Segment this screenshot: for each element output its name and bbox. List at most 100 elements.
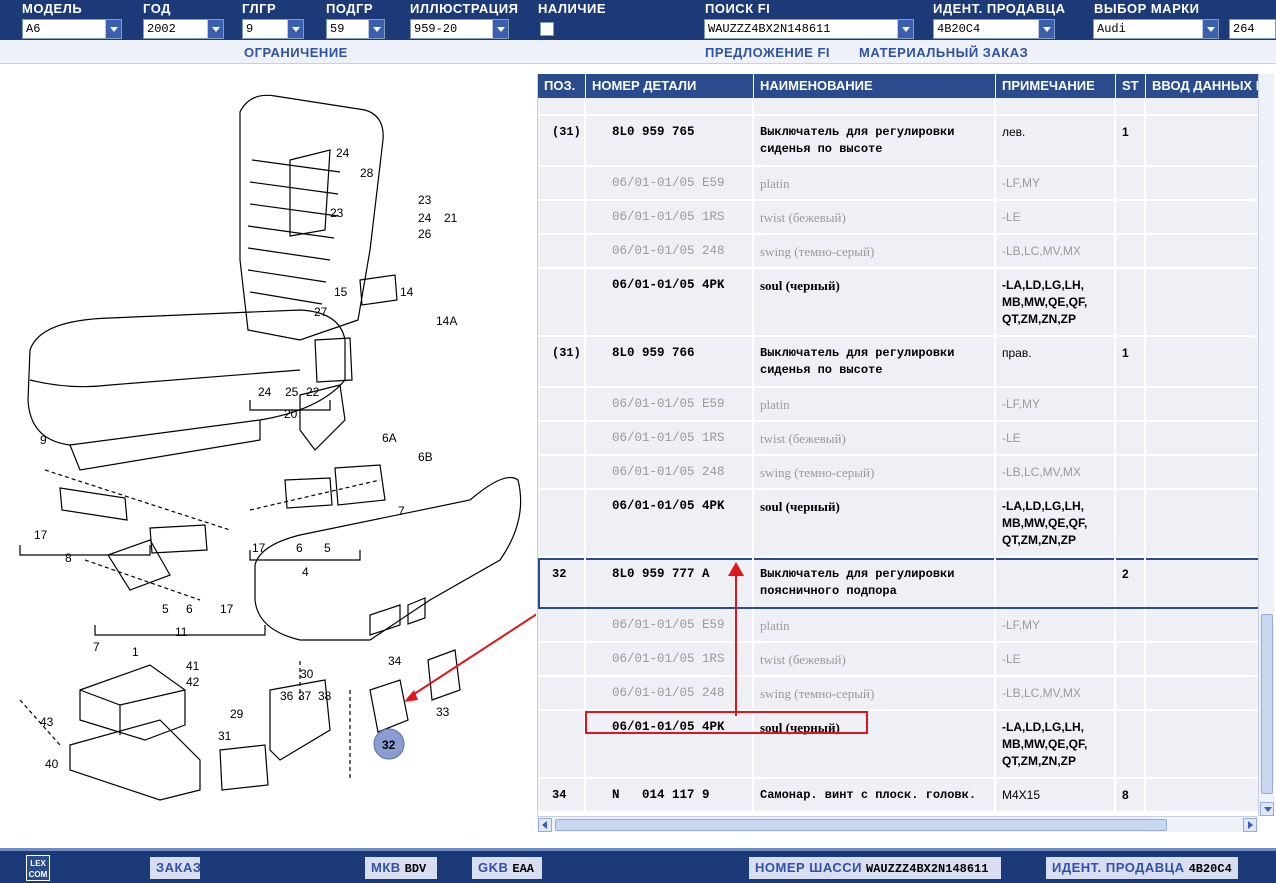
- col-note-header[interactable]: ПРИМЕЧАНИЕ: [996, 74, 1116, 98]
- subgroup-select[interactable]: 59: [326, 19, 385, 39]
- cell-input[interactable]: [1146, 269, 1258, 335]
- material-order-link[interactable]: МАТЕРИАЛЬНЫЙ ЗАКАЗ: [859, 45, 1029, 60]
- brand-select[interactable]: Audi: [1093, 19, 1219, 39]
- cell-input[interactable]: [1146, 116, 1258, 165]
- dealer-id-select[interactable]: 4B20C4: [933, 19, 1055, 39]
- col-number-header[interactable]: НОМЕР ДЕТАЛИ: [586, 74, 754, 98]
- cell-note: [996, 98, 1116, 114]
- cell-name: swing (темно-серый): [754, 235, 996, 267]
- scroll-right-button[interactable]: [1243, 818, 1257, 832]
- chevron-down-icon[interactable]: [1038, 20, 1054, 38]
- chevron-down-icon[interactable]: [287, 20, 303, 38]
- label-26: 26: [418, 227, 432, 241]
- label-17: 17: [34, 528, 48, 542]
- cell-input[interactable]: [1146, 456, 1258, 488]
- year-value: 2002: [147, 22, 176, 36]
- cell-input[interactable]: [1146, 643, 1258, 675]
- cell-input[interactable]: [1146, 98, 1258, 114]
- fi-search-select[interactable]: WAUZZZ4BX2N148611: [704, 19, 914, 39]
- main-group-select[interactable]: 9: [242, 19, 304, 39]
- vertical-scroll-thumb[interactable]: [1261, 614, 1273, 794]
- cell-input[interactable]: [1146, 167, 1258, 199]
- dealer-value: 4B20C4: [1188, 862, 1232, 876]
- cell-input[interactable]: [1146, 337, 1258, 386]
- cell-note: -LE: [996, 422, 1116, 454]
- cell-input[interactable]: [1146, 235, 1258, 267]
- cell-pos: [538, 98, 586, 114]
- illustration-label: ИЛЛЮСТРАЦИЯ: [410, 1, 519, 16]
- chevron-down-icon[interactable]: [368, 20, 384, 38]
- chevron-down-icon[interactable]: [897, 20, 913, 38]
- cell-note: -LB,LC,MV,MX: [996, 235, 1116, 267]
- cell-input[interactable]: [1146, 201, 1258, 233]
- arrow-left-icon: [542, 821, 547, 829]
- col-input-header[interactable]: ВВОД ДАННЫХ К: [1152, 78, 1258, 93]
- col-pos-header[interactable]: ПОЗ.: [538, 74, 586, 98]
- cell-input[interactable]: [1146, 609, 1258, 641]
- parts-illustration[interactable]: 32 24 28 23 24 21 26 23 14 15 14A 27 24 …: [0, 64, 541, 848]
- cell-st: [1116, 98, 1146, 114]
- label-17b: 17: [252, 541, 266, 555]
- model-select[interactable]: A6: [22, 19, 122, 39]
- cell-note: -LF,MY: [996, 388, 1116, 420]
- cell-input[interactable]: [1146, 779, 1258, 811]
- cell-input[interactable]: [1146, 711, 1258, 777]
- label-11: 11: [175, 625, 188, 639]
- table-row[interactable]: [538, 98, 1258, 116]
- sub-navigation: ОГРАНИЧЕНИЕ ПРЕДЛОЖЕНИЕ FI МАТЕРИАЛЬНЫЙ …: [0, 40, 1276, 64]
- year-select[interactable]: 2002: [143, 19, 224, 39]
- subgroup-label: ПОДГР: [326, 1, 374, 16]
- label-24: 24: [336, 146, 350, 160]
- cell-name: twist (бежевый): [754, 422, 996, 454]
- horizontal-scroll-thumb[interactable]: [555, 819, 1167, 831]
- top-filter-bar: МОДЕЛЬ A6 ГОД 2002 ГЛГР 9 ПОДГР 59 ИЛЛЮС…: [0, 0, 1276, 40]
- label-23: 23: [418, 193, 432, 207]
- cell-number: 06/01-01/05 248: [586, 456, 754, 488]
- chevron-down-icon[interactable]: [105, 20, 121, 38]
- label-27: 27: [314, 305, 328, 319]
- chevron-down-icon[interactable]: [492, 20, 508, 38]
- cell-input[interactable]: [1146, 558, 1258, 607]
- callout-arrow: [407, 611, 541, 699]
- chevron-down-icon[interactable]: [1202, 20, 1218, 38]
- restriction-link[interactable]: ОГРАНИЧЕНИЕ: [244, 45, 348, 60]
- col-name-header[interactable]: НАИМЕНОВАНИЕ: [754, 74, 996, 98]
- chevron-down-icon[interactable]: [207, 20, 223, 38]
- chassis-value: WAUZZZ4BX2N148611: [866, 862, 989, 876]
- cell-input[interactable]: [1146, 422, 1258, 454]
- horizontal-scrollbar[interactable]: [537, 816, 1258, 832]
- order-button[interactable]: ЗАКАЗ: [150, 857, 201, 879]
- cell-pos: (31): [538, 337, 586, 386]
- vertical-scrollbar[interactable]: [1258, 74, 1274, 816]
- cell-pos: [538, 643, 586, 675]
- availability-checkbox[interactable]: [540, 22, 554, 36]
- cell-input[interactable]: [1146, 490, 1258, 556]
- label-5: 5: [324, 541, 331, 555]
- extra-field[interactable]: 264: [1229, 19, 1276, 39]
- scroll-left-button[interactable]: [538, 818, 552, 832]
- cell-input[interactable]: [1146, 677, 1258, 709]
- illustration-select[interactable]: 959-20: [410, 19, 509, 39]
- scroll-down-button[interactable]: [1260, 802, 1274, 816]
- cell-input[interactable]: [1146, 388, 1258, 420]
- col-st-header[interactable]: ST: [1116, 74, 1146, 98]
- part-32-badge[interactable]: [373, 728, 405, 760]
- fi-offer-link[interactable]: ПРЕДЛОЖЕНИЕ FI: [705, 45, 830, 60]
